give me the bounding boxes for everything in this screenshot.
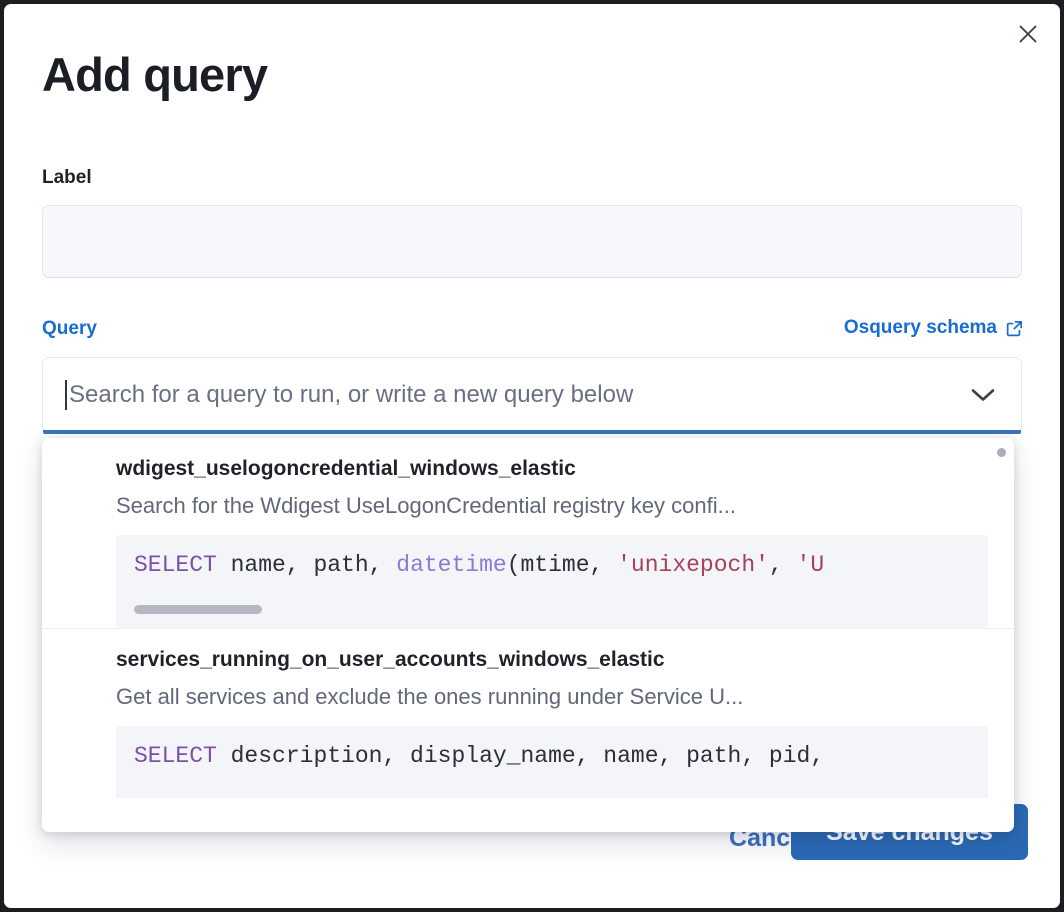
sql-text: name, path, xyxy=(216,551,397,578)
sql-keyword: SELECT xyxy=(134,551,217,578)
sql-text: description, display_name, name, path, p… xyxy=(216,742,825,769)
code-line: SELECT description, display_name, name, … xyxy=(116,742,988,772)
query-options-dropdown[interactable]: wdigest_uselogoncredential_windows_elast… xyxy=(42,438,1014,832)
dropdown-scrollbar[interactable] xyxy=(997,448,1006,457)
sql-string: 'unixepoch' xyxy=(617,551,769,578)
list-item[interactable]: services_running_on_user_accounts_window… xyxy=(42,627,1014,798)
modal-dialog: Add query Label Query Osquery schema Sea… xyxy=(4,4,1060,908)
osquery-schema-link[interactable]: Osquery schema xyxy=(844,317,1024,339)
page-title: Add query xyxy=(42,48,268,101)
sql-string: 'U xyxy=(796,551,825,578)
option-code-block[interactable]: SELECT description, display_name, name, … xyxy=(116,725,988,798)
chevron-down-icon[interactable] xyxy=(969,386,997,404)
option-title: wdigest_uselogoncredential_windows_elast… xyxy=(116,457,576,480)
option-description: Get all services and exclude the ones ru… xyxy=(116,684,744,710)
sql-keyword: SELECT xyxy=(134,742,217,769)
query-field-label[interactable]: Query xyxy=(42,318,97,339)
query-search-placeholder: Search for a query to run, or write a ne… xyxy=(69,380,634,408)
list-item[interactable]: wdigest_uselogoncredential_windows_elast… xyxy=(42,438,1014,628)
sql-text: , xyxy=(768,551,797,578)
query-search-combobox[interactable]: Search for a query to run, or write a ne… xyxy=(42,357,1022,434)
label-input[interactable] xyxy=(42,205,1022,278)
option-code-block[interactable]: SELECT name, path, datetime(mtime, 'unix… xyxy=(116,534,988,628)
code-horizontal-scrollbar[interactable] xyxy=(134,604,262,614)
sql-text: (mtime, xyxy=(506,551,618,578)
text-caret xyxy=(65,379,67,410)
option-title: services_running_on_user_accounts_window… xyxy=(116,647,665,671)
code-line: SELECT name, path, datetime(mtime, 'unix… xyxy=(116,551,988,581)
close-icon[interactable] xyxy=(1008,14,1048,54)
label-field-label: Label xyxy=(42,167,92,188)
osquery-schema-link-label: Osquery schema xyxy=(843,317,997,338)
external-link-icon xyxy=(1005,319,1024,338)
option-description: Search for the Wdigest UseLogonCredentia… xyxy=(116,493,736,519)
sql-function: datetime xyxy=(396,551,507,578)
